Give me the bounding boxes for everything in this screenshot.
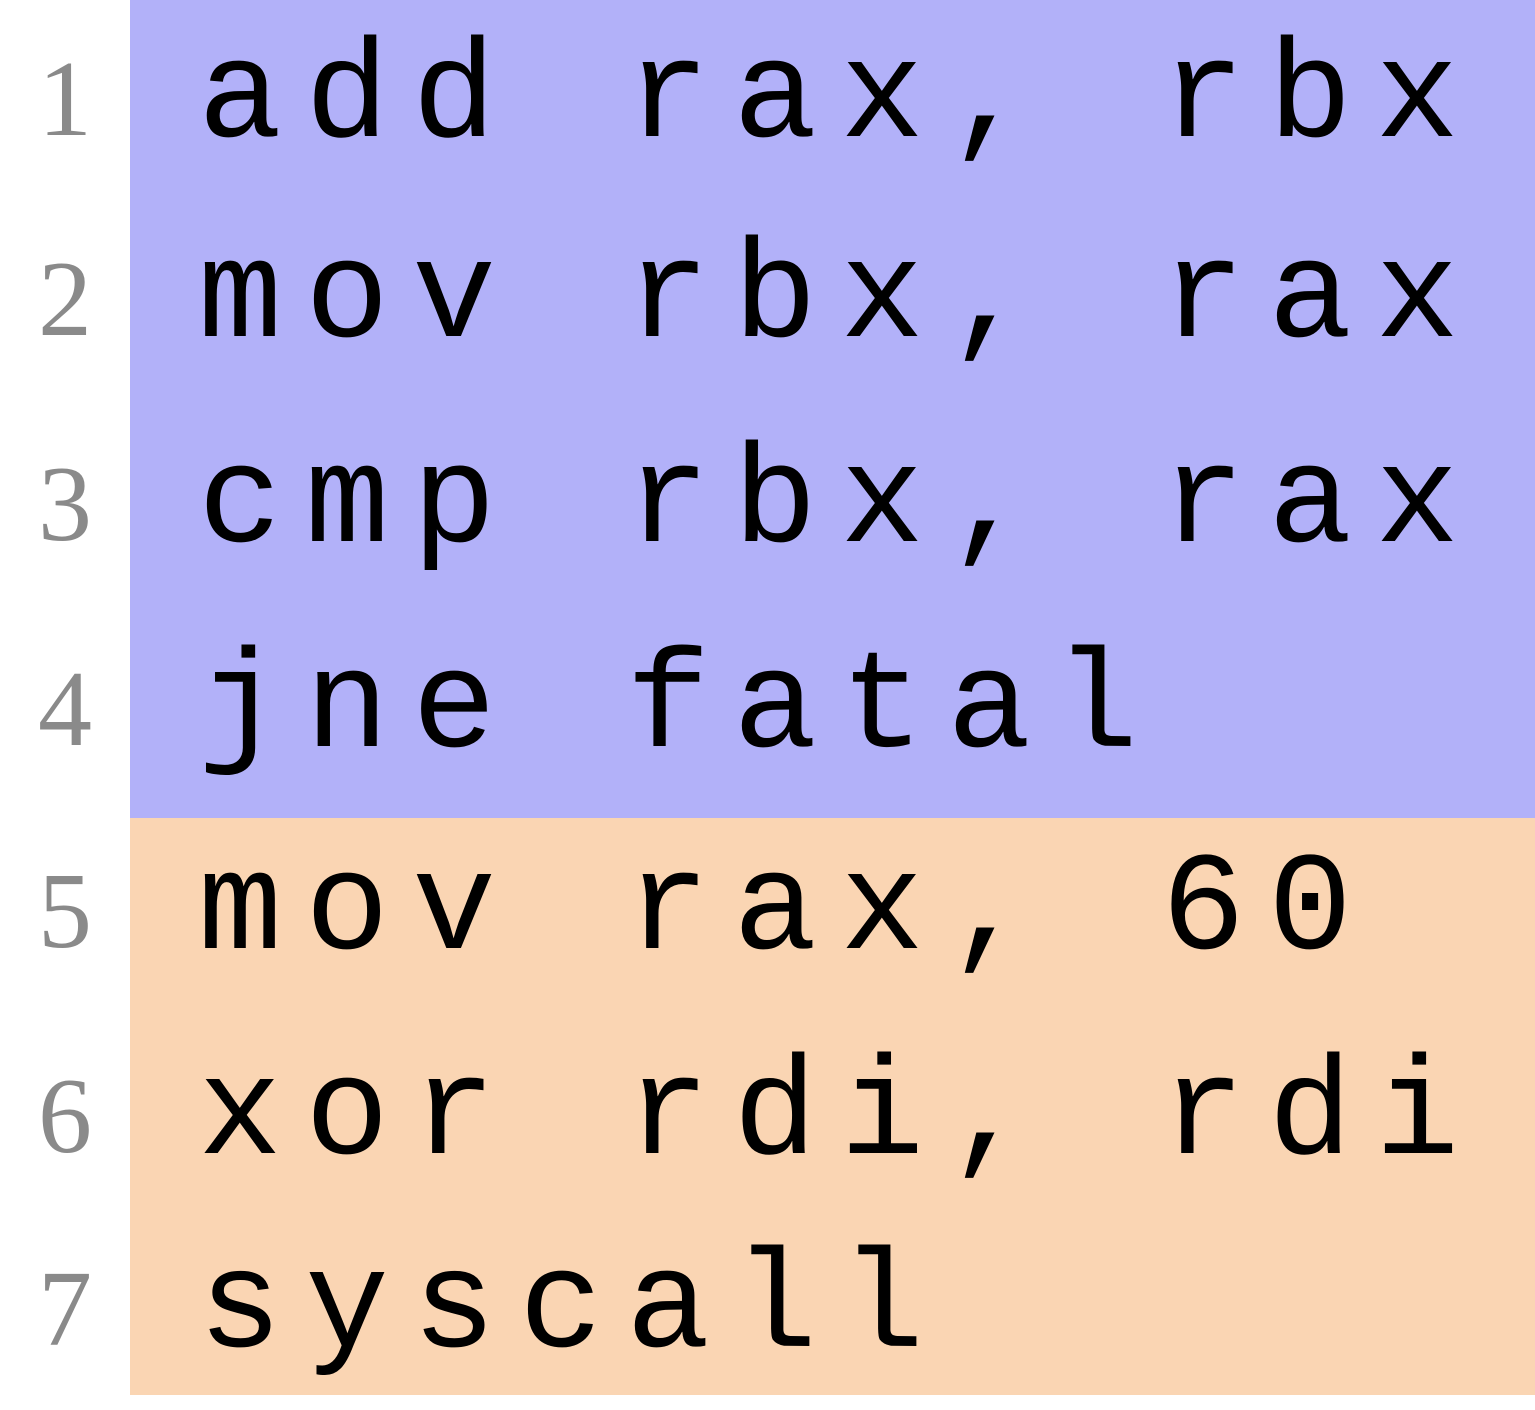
code-line: 7 syscall [0, 1210, 1535, 1410]
code-block-highlight-2 [130, 818, 1535, 1395]
code-text: syscall [198, 1230, 948, 1389]
line-number-gutter [0, 0, 130, 1395]
code-line: 1 add rax, rbx [0, 0, 1535, 200]
line-number: 5 [38, 852, 92, 971]
line-number: 2 [38, 240, 92, 359]
code-line: 6 xor rdi, rdi [0, 1017, 1535, 1217]
code-line: 4 jne fatal [0, 610, 1535, 810]
code-line: 3 cmp rbx, rax [0, 405, 1535, 605]
code-line: 5 mov rax, 60 [0, 812, 1535, 1012]
code-text: xor rdi, rdi [198, 1037, 1483, 1196]
code-block-highlight-1 [130, 0, 1535, 818]
code-text: mov rax, 60 [198, 832, 1376, 991]
code-text: cmp rbx, rax [198, 425, 1483, 584]
line-number: 6 [38, 1057, 92, 1176]
code-text: add rax, rbx [198, 20, 1483, 179]
line-number: 1 [38, 40, 92, 159]
line-number: 7 [38, 1250, 92, 1369]
code-text: mov rbx, rax [198, 220, 1483, 379]
line-number: 3 [38, 445, 92, 564]
code-line: 2 mov rbx, rax [0, 200, 1535, 400]
line-number: 4 [38, 650, 92, 769]
code-text: jne fatal [198, 630, 1162, 789]
